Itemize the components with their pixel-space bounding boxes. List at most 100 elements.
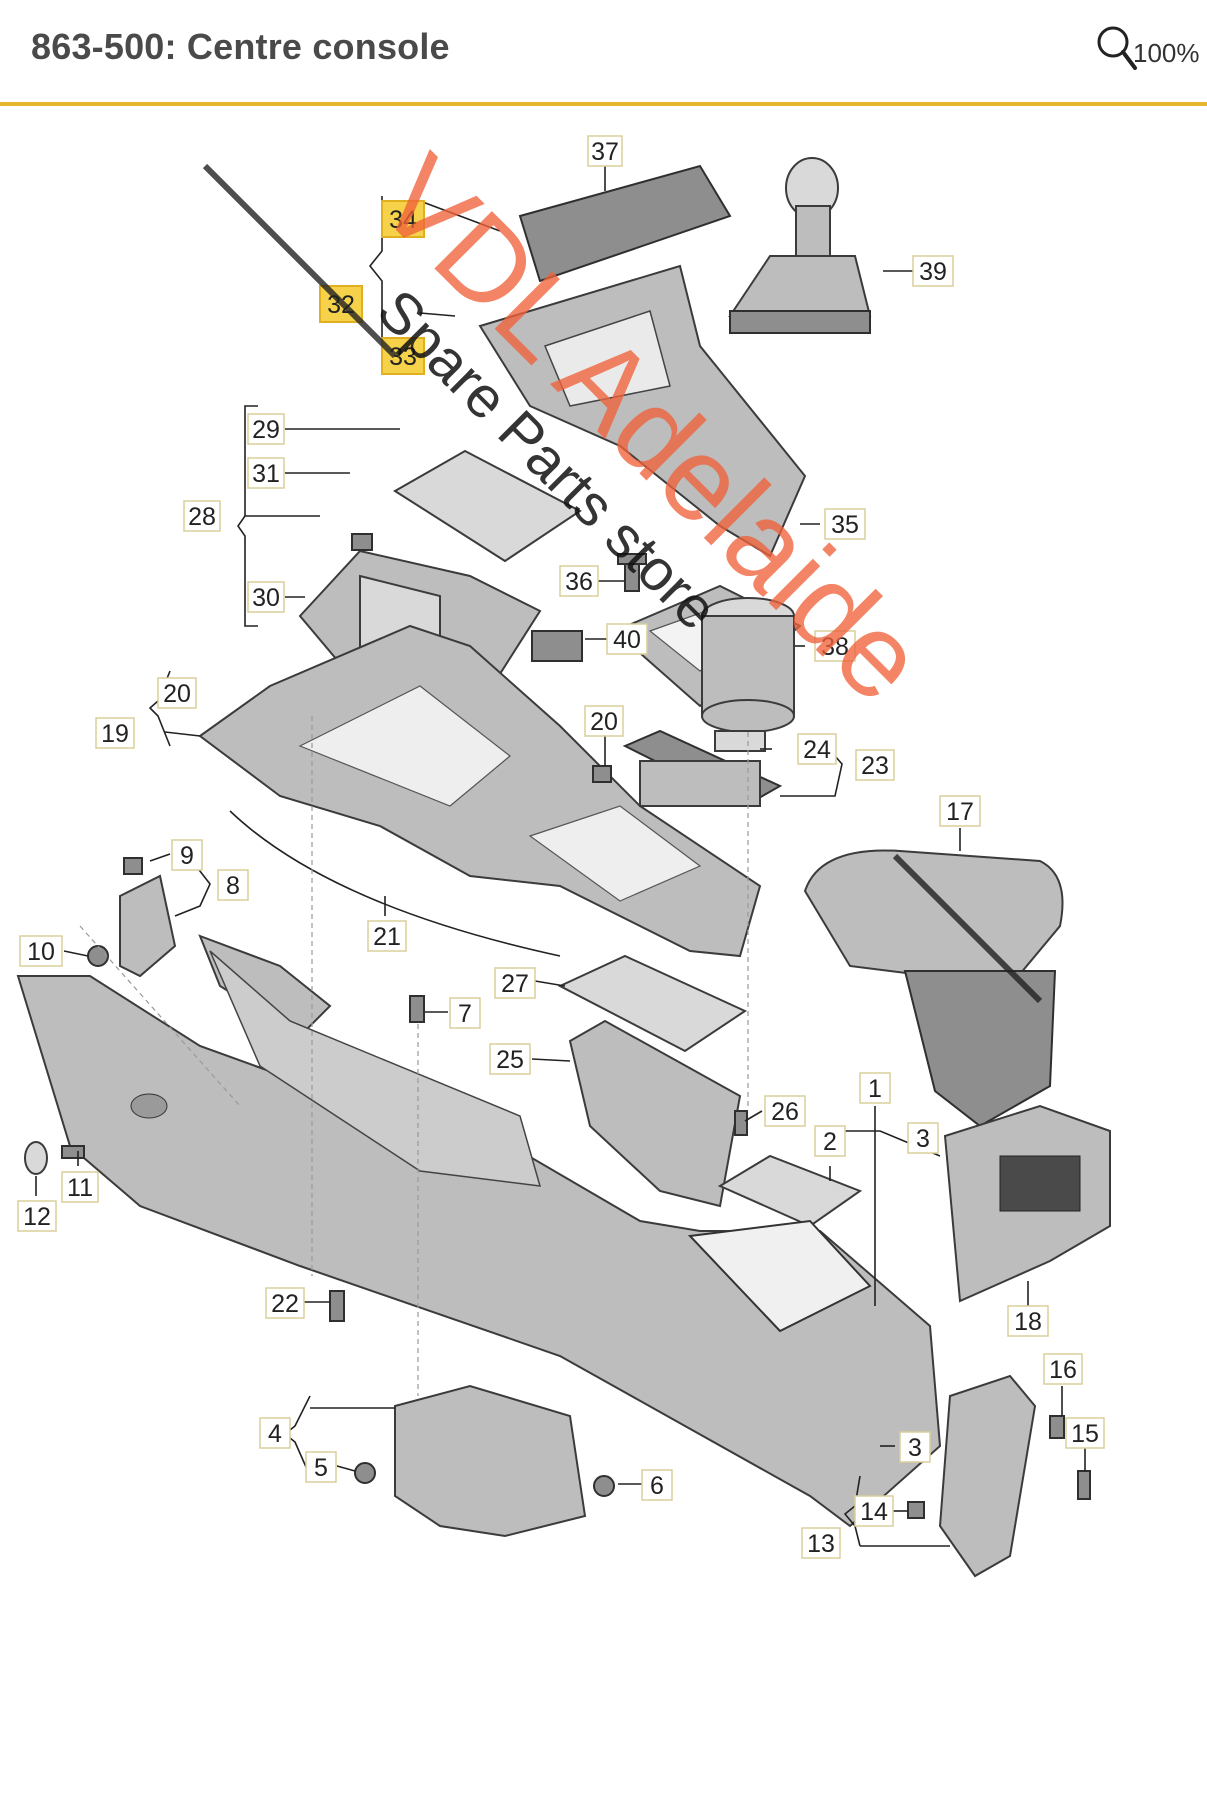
callout-5[interactable]: 5: [305, 1451, 337, 1483]
callout-19[interactable]: 19: [95, 717, 135, 749]
magnifier-icon[interactable]: [1095, 24, 1139, 74]
part-20-clip[interactable]: [592, 765, 612, 783]
part-8-bracket[interactable]: [119, 874, 177, 978]
svg-text:39: 39: [919, 258, 947, 286]
svg-text:2: 2: [823, 1128, 837, 1156]
part-27-lid[interactable]: [557, 954, 748, 1053]
part-38-cup-holder[interactable]: [701, 597, 795, 733]
svg-text:10: 10: [27, 938, 55, 966]
svg-text:19: 19: [101, 720, 129, 748]
svg-text:40: 40: [613, 626, 641, 654]
callout-20a[interactable]: 20: [157, 677, 197, 709]
svg-text:1: 1: [868, 1075, 882, 1103]
part-13-rear-bracket[interactable]: [938, 1374, 1037, 1578]
header-divider: [0, 102, 1207, 106]
part-2-mat[interactable]: [717, 1154, 863, 1228]
callout-8[interactable]: 8: [217, 869, 249, 901]
part-9-clip[interactable]: [123, 857, 143, 875]
svg-text:3: 3: [908, 1434, 922, 1462]
callout-40[interactable]: 40: [606, 623, 648, 655]
part-40-switch[interactable]: [531, 630, 583, 662]
callout-24[interactable]: 24: [797, 733, 837, 765]
page-title: 863-500: Centre console: [31, 26, 450, 67]
callout-33[interactable]: 33: [381, 337, 425, 375]
callout-20b[interactable]: 20: [584, 705, 624, 737]
part-26-screw[interactable]: [734, 1110, 748, 1136]
callout-11[interactable]: 11: [61, 1171, 99, 1203]
callout-13[interactable]: 13: [801, 1527, 841, 1559]
callout-36[interactable]: 36: [559, 565, 599, 597]
callout-35[interactable]: 35: [824, 508, 866, 540]
callout-14[interactable]: 14: [854, 1495, 894, 1527]
callout-31[interactable]: 31: [247, 457, 285, 489]
svg-text:13: 13: [807, 1530, 835, 1558]
callout-7[interactable]: 7: [449, 997, 481, 1029]
svg-text:21: 21: [373, 923, 401, 951]
svg-text:29: 29: [252, 416, 280, 444]
callout-27[interactable]: 27: [494, 967, 536, 999]
callout-37[interactable]: 37: [587, 135, 623, 167]
callout-15[interactable]: 15: [1065, 1417, 1105, 1449]
svg-text:14: 14: [860, 1498, 888, 1526]
svg-text:3: 3: [916, 1125, 930, 1153]
part-15-bolt[interactable]: [1077, 1470, 1091, 1500]
part-10-nut[interactable]: [87, 945, 109, 967]
callout-4[interactable]: 4: [259, 1417, 291, 1449]
part-25-cup-insert[interactable]: [568, 1019, 742, 1208]
part-18-rear-panel[interactable]: [943, 1104, 1111, 1303]
zoom-control[interactable]: 100%: [1095, 22, 1207, 78]
callout-25[interactable]: 25: [489, 1043, 531, 1075]
part-gear-surround-trim[interactable]: [478, 264, 807, 558]
callout-21[interactable]: 21: [367, 920, 407, 952]
callout-3[interactable]: 3: [907, 1122, 939, 1154]
callout-23[interactable]: 23: [855, 749, 895, 781]
callout-38[interactable]: 38: [814, 630, 856, 662]
dashed-guide-lines: [79, 716, 749, 1396]
part-16-screw[interactable]: [1049, 1415, 1065, 1439]
callout-28[interactable]: 28: [183, 500, 221, 532]
callout-1[interactable]: 1: [859, 1072, 891, 1104]
part-5-nut[interactable]: [354, 1462, 376, 1484]
callout-17[interactable]: 17: [939, 795, 981, 827]
part-4-bracket[interactable]: [394, 1384, 587, 1538]
part-12-cap[interactable]: [24, 1141, 48, 1175]
callout-3b[interactable]: 3: [899, 1431, 931, 1463]
callout-10[interactable]: 10: [19, 935, 63, 967]
svg-text:24: 24: [803, 736, 831, 764]
svg-text:15: 15: [1071, 1420, 1099, 1448]
part-6-nut[interactable]: [593, 1475, 615, 1497]
part-14-clip[interactable]: [907, 1501, 925, 1519]
callout-16[interactable]: 16: [1043, 1353, 1083, 1385]
part-36-bolt[interactable]: [617, 553, 647, 592]
callout-labels: 37 34 32 33 39 29 31 28 30 35 36 40 38 2…: [17, 135, 1105, 1559]
part-11-screw[interactable]: [61, 1145, 85, 1159]
part-29-lid[interactable]: [393, 449, 582, 563]
callout-26[interactable]: 26: [764, 1095, 806, 1127]
svg-text:30: 30: [252, 584, 280, 612]
callout-18[interactable]: 18: [1007, 1305, 1049, 1337]
part-22-bolt[interactable]: [329, 1290, 345, 1322]
callout-2[interactable]: 2: [814, 1125, 846, 1157]
callout-22[interactable]: 22: [265, 1287, 305, 1319]
part-24-cover[interactable]: [714, 730, 766, 752]
svg-text:25: 25: [496, 1046, 524, 1074]
callout-12[interactable]: 12: [17, 1200, 57, 1232]
callout-39[interactable]: 39: [912, 255, 954, 287]
callout-34[interactable]: 34: [381, 200, 425, 238]
callout-30[interactable]: 30: [247, 581, 285, 613]
part-39-gear-knob[interactable]: [728, 157, 872, 334]
callout-29[interactable]: 29: [247, 413, 285, 445]
svg-text:34: 34: [389, 206, 417, 234]
part-17-armrest[interactable]: [803, 849, 1064, 1128]
part-23-switch-module[interactable]: [622, 729, 783, 808]
svg-text:37: 37: [591, 138, 619, 166]
part-31-clip[interactable]: [351, 533, 373, 551]
part-37-trim-strip[interactable]: [518, 164, 732, 283]
callout-6[interactable]: 6: [641, 1469, 673, 1501]
svg-text:20: 20: [590, 708, 618, 736]
callout-9[interactable]: 9: [171, 839, 203, 871]
svg-text:18: 18: [1014, 1308, 1042, 1336]
part-7-screw[interactable]: [409, 995, 425, 1023]
svg-text:5: 5: [314, 1454, 328, 1482]
part-21-trim-strip[interactable]: [229, 810, 561, 957]
